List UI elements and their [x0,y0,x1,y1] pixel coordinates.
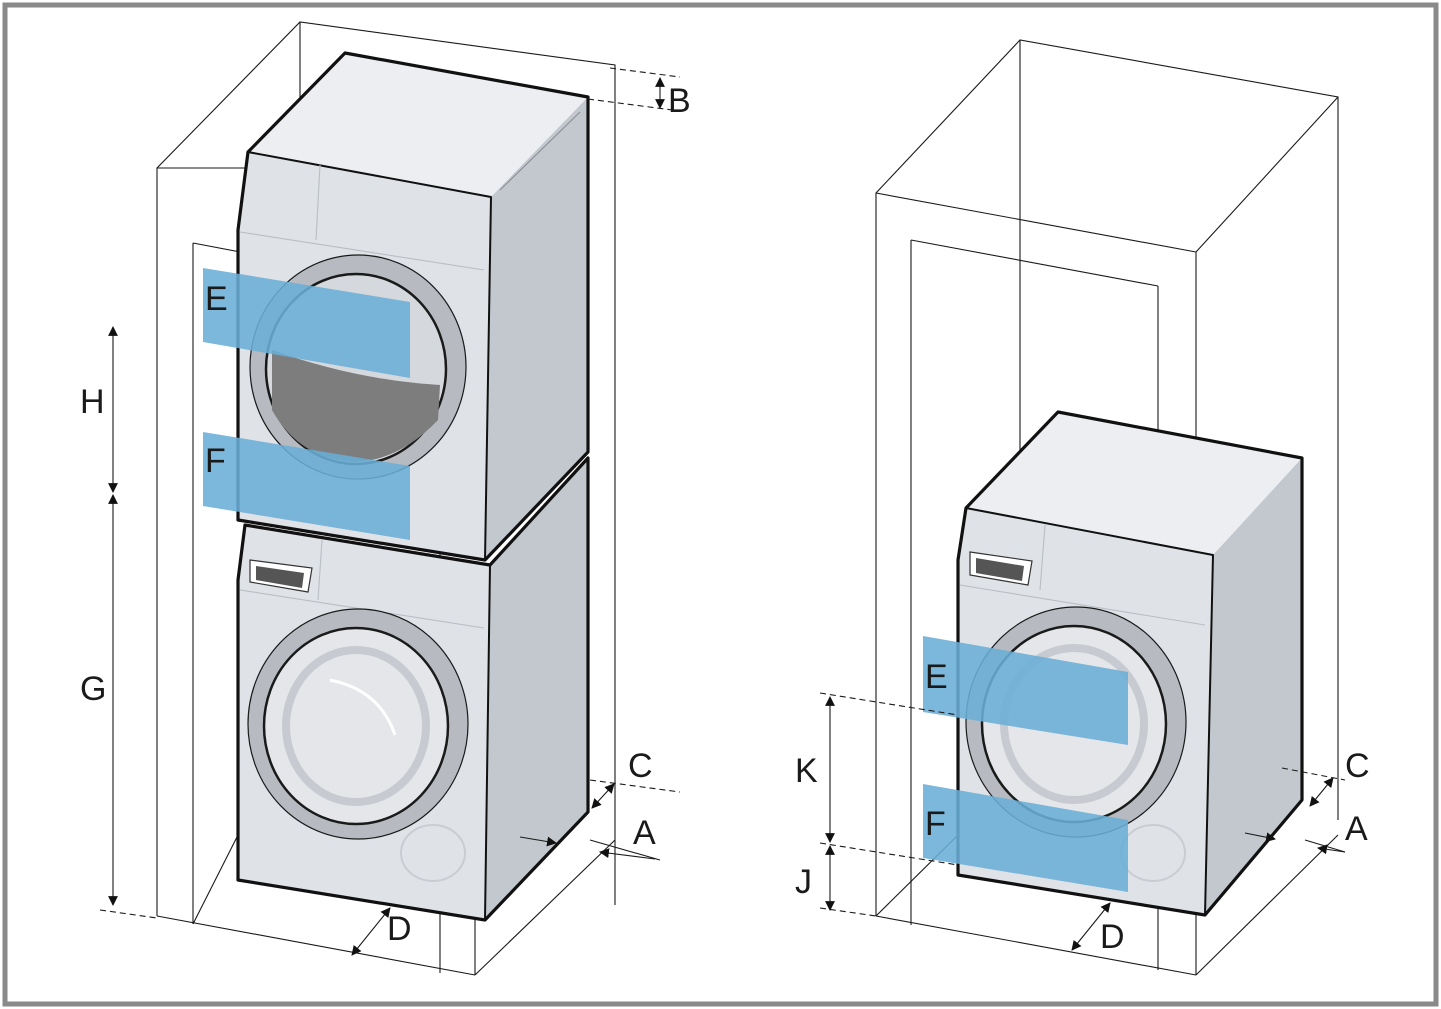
label-f-left: F [205,442,226,480]
label-c-left: C [628,747,653,785]
zone-f-right [923,784,1128,892]
label-d-right: D [1100,918,1125,956]
label-a-left: A [633,814,656,852]
right-washer-detergent-drawer [969,551,1033,586]
left-dimensions [99,67,681,956]
zone-f-left [203,432,410,540]
washer-appliance [236,456,590,922]
label-j-right: J [795,863,812,901]
label-c-right: C [1345,747,1370,785]
label-h-left: H [80,383,105,421]
label-b-left: B [668,82,691,120]
label-e-left: E [205,280,228,318]
right-scene: E F K J C A D [795,39,1370,976]
label-a-right: A [1345,810,1368,848]
label-g-left: G [80,670,106,708]
label-d-left: D [387,910,412,948]
washer-detergent-drawer [249,559,313,593]
label-k-right: K [795,752,818,790]
right-niche-outline [875,39,1339,976]
label-e-right: E [925,658,948,696]
zone-e-left [203,268,410,378]
right-dimensions [819,692,1346,951]
left-scene: B E F H G C A D [80,21,691,976]
zone-e-right [923,636,1128,745]
label-f-right: F [925,805,946,843]
washer-door [247,608,469,840]
washer-service-hatch [400,824,466,882]
